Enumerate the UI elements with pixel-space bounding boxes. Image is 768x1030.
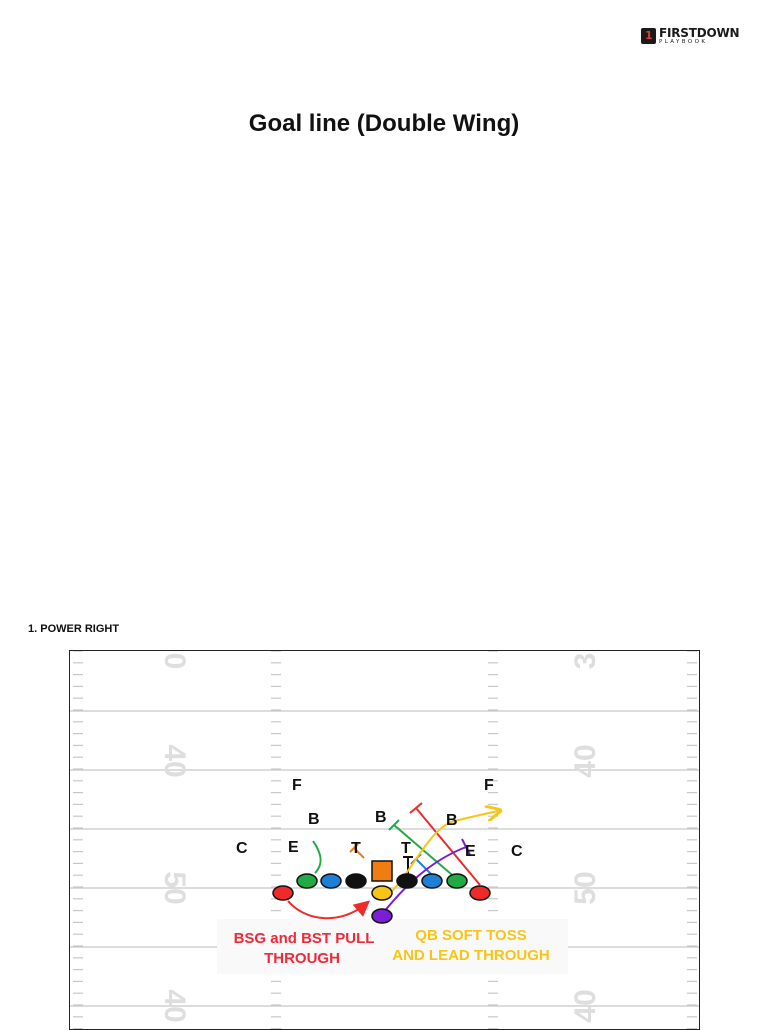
note-toss-line2: AND LEAD THROUGH xyxy=(392,947,550,964)
brand-subtitle: PLAYBOOK xyxy=(659,39,708,45)
note-pull-line1: BSG and BST PULL xyxy=(234,930,375,947)
yard-number: 40 xyxy=(158,989,191,1022)
note-pull-line2: THROUGH xyxy=(264,950,340,967)
pull-route-red xyxy=(287,900,371,920)
player-black-right xyxy=(396,873,418,889)
label-f-right: F xyxy=(484,777,494,794)
football-field-diagram: 0 40 50 40 3 40 50 40 xyxy=(69,650,700,1030)
player-qb-yellow xyxy=(371,885,393,901)
label-c-right: C xyxy=(511,843,523,860)
block-green xyxy=(388,819,459,881)
note-toss-line1: QB SOFT TOSS xyxy=(415,927,526,944)
yard-number: 50 xyxy=(569,871,602,904)
note-bg-right xyxy=(378,919,568,974)
player-green-left xyxy=(296,873,318,889)
yard-number: 40 xyxy=(158,744,191,777)
player-blue-left xyxy=(320,873,342,889)
label-e-right: E xyxy=(465,843,476,860)
player-red-right xyxy=(469,885,491,901)
yard-number: 3 xyxy=(569,653,602,670)
players xyxy=(272,860,491,924)
play-notes: BSG and BST PULL THROUGH QB SOFT TOSS AN… xyxy=(234,927,550,967)
player-green-right xyxy=(446,873,468,889)
page-title: Goal line (Double Wing) xyxy=(248,110,520,137)
logo-mark-icon: 1 xyxy=(641,28,656,44)
label-t-right: T xyxy=(401,840,411,857)
label-b-mid: B xyxy=(375,809,387,826)
label-f-left: F xyxy=(292,777,302,794)
yard-numbers: 0 40 50 40 3 40 50 40 xyxy=(158,653,602,1023)
player-back-purple xyxy=(371,908,393,924)
note-bg-left xyxy=(217,919,387,974)
label-c-left: C xyxy=(236,840,248,857)
player-blue-right xyxy=(421,873,443,889)
brand-name: FIRSTDOWN xyxy=(659,26,740,40)
yard-number: 50 xyxy=(158,871,191,904)
yard-number: 40 xyxy=(569,744,602,777)
player-center xyxy=(371,860,393,882)
label-t-left: T xyxy=(351,840,361,857)
block-red xyxy=(409,802,481,886)
play-diagram-svg: 0 40 50 40 3 40 50 40 xyxy=(70,651,699,1029)
player-red-left xyxy=(272,885,294,901)
yard-number: 0 xyxy=(158,653,191,670)
label-b-left: B xyxy=(308,811,320,828)
block-blue xyxy=(410,853,433,876)
block-orange xyxy=(349,843,365,859)
label-b-right: B xyxy=(446,812,458,829)
routes xyxy=(287,802,498,920)
label-e-left: E xyxy=(288,839,299,856)
yard-number: 40 xyxy=(569,989,602,1022)
brand-logo: 1 FIRSTDOWN PLAYBOOK xyxy=(641,26,741,46)
route-green-left xyxy=(312,840,322,874)
route-purple xyxy=(382,838,471,914)
play-name: 1. POWER RIGHT xyxy=(28,623,120,635)
player-black-left xyxy=(345,873,367,889)
defense-labels: F F B B B C C E E T T xyxy=(236,777,523,860)
